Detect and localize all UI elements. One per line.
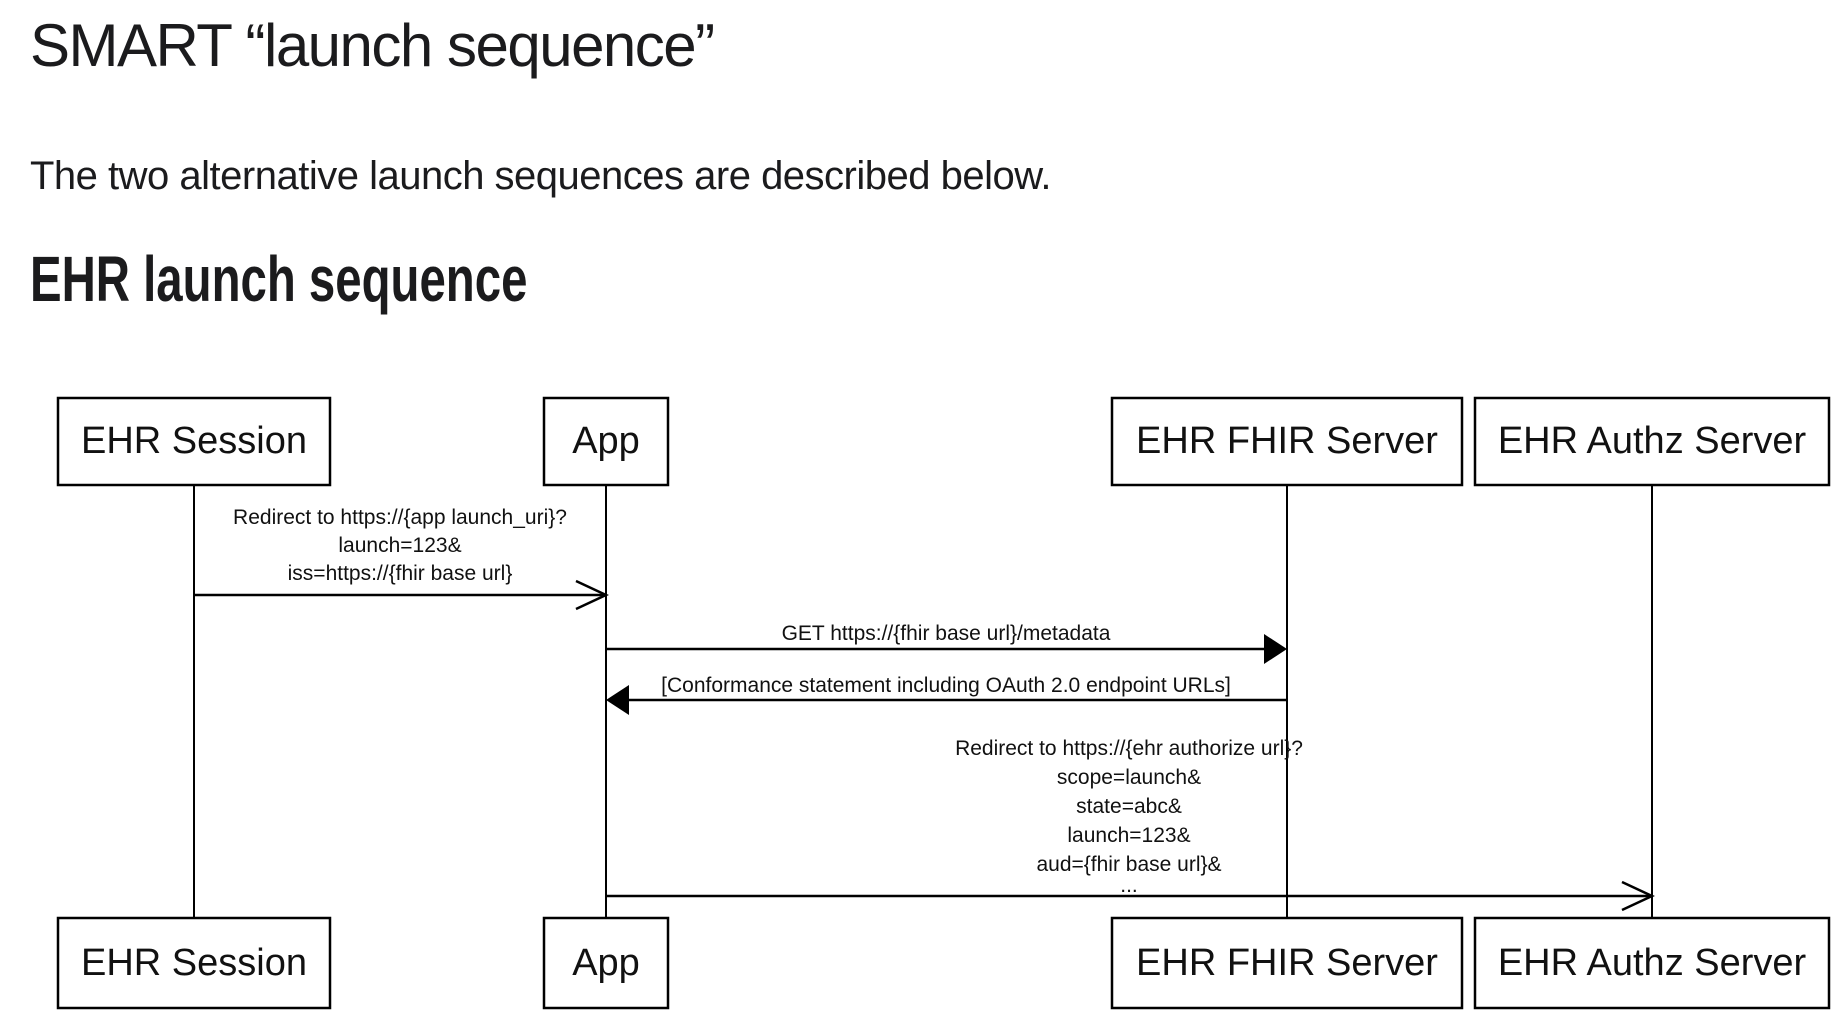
- message-label-line: launch=123&: [338, 534, 461, 557]
- actor-app-bottom: App: [542, 916, 670, 1010]
- actor-label: EHR FHIR Server: [1136, 942, 1438, 984]
- actor-box: [1110, 916, 1464, 1010]
- message-label-line: ...: [1120, 874, 1138, 897]
- actor-box: [1473, 916, 1831, 1010]
- message-redirect-to-app: Redirect to https://{app launch_uri}? la…: [194, 506, 609, 611]
- actor-label: EHR Session: [81, 942, 307, 984]
- message-label-line: aud={fhir base url}&: [1036, 853, 1221, 876]
- message-label-line: launch=123&: [1067, 824, 1190, 847]
- actor-label: EHR Session: [81, 420, 307, 462]
- actor-ehr-session-bottom: EHR Session: [56, 916, 332, 1010]
- actor-label: App: [572, 942, 640, 984]
- section-heading-ehr-launch-sequence: EHR launch sequence: [30, 247, 702, 311]
- actor-label: App: [572, 420, 640, 462]
- actor-app-top: App: [542, 396, 670, 487]
- actor-box: [1110, 396, 1464, 487]
- message-label-line: state=abc&: [1076, 795, 1182, 818]
- message-get-metadata: GET https://{fhir base url}/metadata: [606, 622, 1287, 664]
- actor-ehr-fhir-server-top: EHR FHIR Server: [1110, 396, 1464, 487]
- actor-label: EHR Authz Server: [1498, 942, 1807, 984]
- actor-box: [56, 916, 332, 1010]
- actor-box: [542, 916, 670, 1010]
- message-redirect-to-authorize: Redirect to https://{ehr authorize url}?…: [606, 737, 1655, 912]
- actor-box: [542, 396, 670, 487]
- sequence-diagram-svg: Redirect to https://{app launch_uri}? la…: [56, 396, 1831, 1010]
- message-label-line: iss=https://{fhir base url}: [288, 562, 513, 585]
- message-label-line: Redirect to https://{ehr authorize url}?: [955, 737, 1303, 760]
- intro-paragraph: The two alternative launch sequences are…: [30, 154, 1052, 198]
- message-label-line: scope=launch&: [1057, 766, 1201, 789]
- actor-box: [1473, 396, 1831, 487]
- page-title: SMART “launch sequence”: [30, 12, 715, 79]
- actor-ehr-authz-server-bottom: EHR Authz Server: [1473, 916, 1831, 1010]
- actor-label: EHR Authz Server: [1498, 420, 1807, 462]
- actor-ehr-fhir-server-bottom: EHR FHIR Server: [1110, 916, 1464, 1010]
- actor-ehr-authz-server-top: EHR Authz Server: [1473, 396, 1831, 487]
- filled-arrowhead-icon: [1264, 634, 1287, 664]
- actor-ehr-session-top: EHR Session: [56, 396, 332, 487]
- message-label-line: GET https://{fhir base url}/metadata: [782, 622, 1111, 645]
- actor-label: EHR FHIR Server: [1136, 420, 1438, 462]
- actor-box: [56, 396, 332, 487]
- open-arrowhead-icon: [575, 579, 609, 611]
- message-label-line: [Conformance statement including OAuth 2…: [661, 674, 1231, 697]
- message-conformance-statement: [Conformance statement including OAuth 2…: [606, 674, 1287, 715]
- open-arrowhead-icon: [1621, 880, 1655, 912]
- filled-arrowhead-icon: [606, 685, 629, 715]
- message-label-line: Redirect to https://{app launch_uri}?: [233, 506, 567, 529]
- ehr-launch-sequence-diagram: Redirect to https://{app launch_uri}? la…: [0, 395, 1838, 1020]
- section-heading-text: EHR launch sequence: [30, 243, 528, 315]
